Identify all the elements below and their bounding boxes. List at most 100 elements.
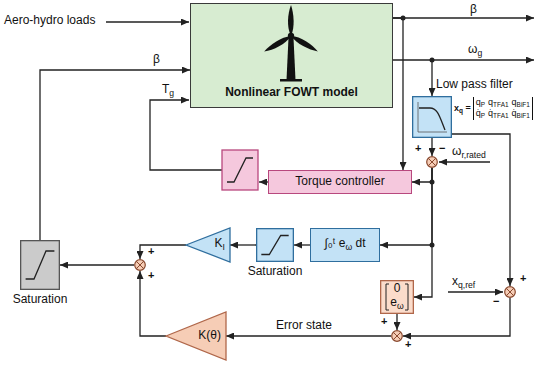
subscript: P (481, 101, 485, 108)
matrix-bracket: qPqTFA1qBiF1q̇Pq̇TFA1q̇BiF1 (473, 97, 533, 120)
subscript: I (223, 242, 225, 252)
vector-name: xq = (454, 103, 471, 114)
junction-cross (393, 332, 400, 339)
block-outline (257, 229, 294, 262)
shape-outline (20, 240, 60, 290)
shape-outline (412, 96, 452, 138)
shape-outline (134, 259, 146, 271)
signal-name: ωr,rated (452, 145, 486, 161)
pink-saturation (222, 150, 258, 190)
signal-connector (40, 70, 190, 240)
saturation-symbol (261, 235, 288, 254)
block-outline (21, 241, 60, 290)
node-label: Saturation (13, 293, 68, 307)
gain-triangle: K(θ) (166, 312, 226, 360)
junction-circle (505, 287, 516, 298)
sign-label: + (148, 245, 154, 258)
signal-name: Tg (162, 83, 174, 99)
node-label: Low pass filter (436, 78, 513, 92)
sum-junction: +− (504, 286, 516, 298)
signal-name: ωg (468, 43, 482, 59)
signal-connector (230, 244, 256, 245)
signal-connector (294, 244, 310, 245)
node-label: Nonlinear FOWT model (225, 86, 358, 100)
speed-output-wire (432, 59, 534, 60)
sign-label: + (148, 269, 154, 282)
node-label: KI (215, 237, 225, 253)
saturation-symbol (26, 251, 55, 279)
rated-speed-wire (439, 161, 490, 162)
sign-label: − (439, 142, 445, 155)
junction-dot (430, 243, 435, 248)
node-label: eω (390, 296, 403, 312)
filter-axes (418, 102, 447, 132)
matrix-entry: q̇P (476, 108, 485, 119)
subscript: g (169, 88, 174, 98)
signal-connector (226, 335, 391, 336)
model-box: Nonlinear FOWT model (190, 3, 393, 108)
load-arrow (106, 21, 189, 22)
shape-outline (504, 286, 516, 298)
shape-outline (426, 156, 438, 168)
signal-connector (140, 245, 186, 259)
torque-command-wire (150, 100, 222, 170)
integrator-box: ∫₀ᵗ eω dt (310, 228, 380, 262)
sign-label: + (381, 315, 387, 328)
triangle-outline (166, 312, 226, 360)
junction-circle (135, 260, 146, 271)
junction-dot (430, 180, 435, 185)
pitch-output-wire (393, 17, 534, 18)
matrix-entry: q̇TFA1 (488, 108, 508, 119)
block-outline (381, 281, 414, 314)
signal-connector (452, 134, 510, 286)
block-outline (413, 97, 452, 138)
triangle-outline (186, 228, 230, 262)
subscript: BiF1 (517, 112, 530, 119)
sum-junction: ++ (134, 259, 146, 271)
signal-connector (393, 60, 432, 96)
state-vector: xq =qPqTFA1qBiF1q̇Pq̇TFA1q̇BiF1 (454, 97, 533, 120)
signal-connector (60, 264, 134, 265)
node-label: 0 (394, 282, 401, 296)
saturation-block (222, 150, 258, 190)
junction-circle (392, 331, 403, 342)
subscript: r,rated (461, 150, 485, 160)
input-label: Aero-hydro loads (4, 14, 95, 28)
shape-outline (256, 228, 294, 262)
saturation-symbol (227, 158, 253, 182)
sum-junction: +− (426, 156, 438, 168)
junction-dot (401, 16, 406, 21)
signal-connector (412, 168, 432, 182)
subscript: ω (345, 242, 352, 252)
subscript: g (477, 48, 482, 58)
signal-connector (431, 138, 432, 156)
signal-connector (396, 314, 397, 330)
saturation-block: Saturation (256, 228, 294, 262)
controller-box: Torque controller (268, 170, 412, 194)
subscript: TFA1 (493, 101, 508, 108)
sign-label: + (405, 338, 411, 351)
subscript: TFA1 (493, 112, 508, 119)
node-label: ∫₀ᵗ eω dt (325, 237, 366, 253)
reference-wire (448, 291, 503, 292)
junction-cross (506, 288, 513, 295)
junction-cross (136, 261, 143, 268)
signal-name: β (153, 53, 160, 67)
vector-box: 0eω (380, 280, 414, 314)
signal-connector (393, 18, 403, 170)
signal-name: β (470, 3, 477, 17)
subscript: q (459, 107, 463, 114)
node-label: Torque controller (295, 175, 384, 189)
junction-cross (428, 158, 435, 165)
torque-wire (259, 181, 268, 182)
node-label: Saturation (248, 265, 303, 279)
sign-label: − (493, 295, 499, 308)
matrix-entry: q̇BiF1 (512, 108, 530, 119)
signal-name: xq,ref (452, 275, 475, 291)
filter-curve (419, 108, 445, 130)
signal-connector (414, 168, 432, 297)
subscript: BiF1 (517, 101, 530, 108)
junction-circle (427, 157, 438, 168)
sum-junction: ++ (391, 330, 403, 342)
matrix-entry: qBiF1 (512, 97, 530, 108)
